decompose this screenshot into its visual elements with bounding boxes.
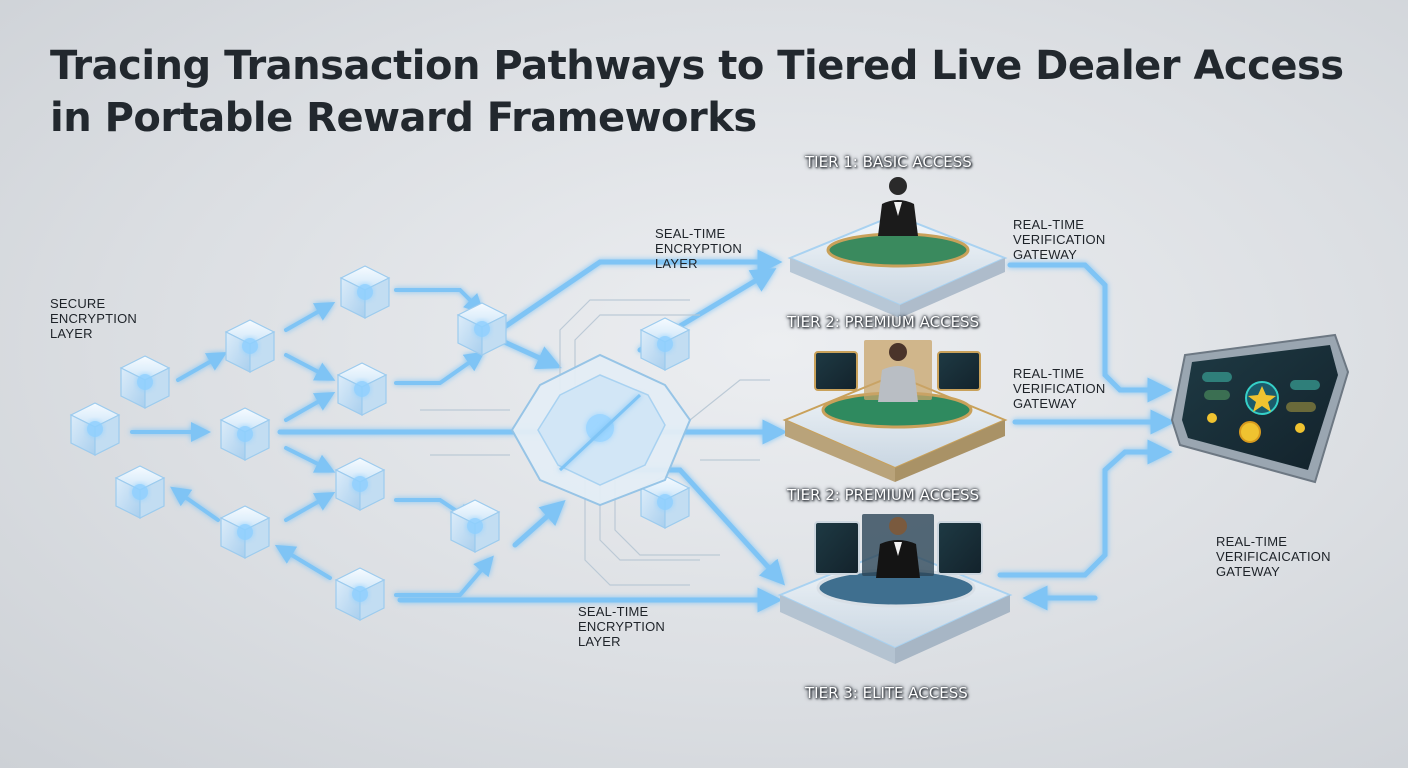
tier1-table bbox=[787, 177, 1008, 318]
tablet-device-icon bbox=[1170, 333, 1350, 484]
hub-chip-icon bbox=[510, 353, 692, 507]
tier2-table bbox=[782, 340, 1008, 482]
gateway-label-3: REAL-TIME VERIFICAICATION GATEWAY bbox=[1216, 534, 1331, 579]
gateway-flow-arrows bbox=[997, 262, 1176, 611]
tier2-label-b: TIER 2: PREMIUM ACCESS bbox=[787, 486, 980, 504]
gateway-label-2: REAL-TIME VERIFICATION GATEWAY bbox=[1013, 366, 1106, 411]
tier1-label: TIER 1: BASIC ACCESS bbox=[805, 153, 972, 171]
title-line-2: in Portable Reward Frameworks bbox=[50, 95, 757, 141]
dealer-figure-icon bbox=[878, 343, 918, 402]
diagram-title: Tracing Transaction Pathways to Tiered L… bbox=[50, 40, 1344, 144]
tier2-label-a: TIER 2: PREMIUM ACCESS bbox=[787, 313, 980, 331]
card-table-icon bbox=[826, 232, 970, 268]
seal-time-bottom-label: SEAL-TIME ENCRYPTION LAYER bbox=[578, 604, 665, 649]
tier3-label: TIER 3: ELITE ACCESS bbox=[805, 684, 968, 702]
title-line-1: Tracing Transaction Pathways to Tiered L… bbox=[50, 43, 1344, 89]
dealer-figure-icon bbox=[876, 517, 920, 578]
left-flow-arrows bbox=[130, 288, 494, 597]
star-icon bbox=[1248, 386, 1276, 412]
seal-time-top-label: SEAL-TIME ENCRYPTION LAYER bbox=[655, 226, 742, 271]
dealer-figure-icon bbox=[878, 177, 918, 236]
coin-icon bbox=[1239, 421, 1261, 443]
gateway-label-1: REAL-TIME VERIFICATION GATEWAY bbox=[1013, 217, 1106, 262]
tier3-table bbox=[777, 514, 1013, 664]
secure-encryption-label: SECURE ENCRYPTION LAYER bbox=[50, 296, 137, 341]
circuit-traces bbox=[420, 299, 770, 586]
